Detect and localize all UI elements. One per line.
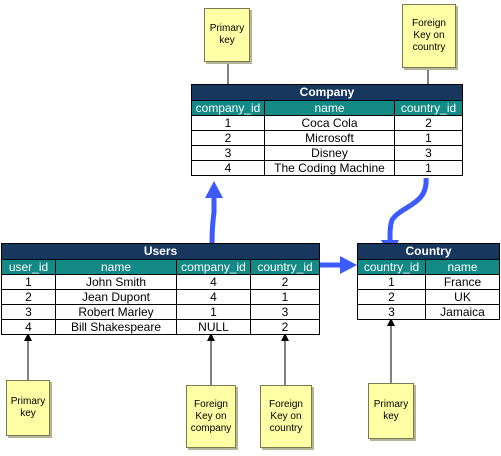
table-cell: 1 [249,289,321,305]
country-primary-key-note: Primary key [368,383,414,439]
table-cell: 2 [394,115,463,131]
users-foreign-key-country-note: Foreign Key on country [260,385,312,448]
country-table-title: Country [357,243,500,260]
table-cell: 1 [1,274,56,290]
users-to-company-arrowhead [205,181,223,198]
company-column-header: country_id [394,100,463,116]
table-row: 2 UK [357,289,500,305]
table-row: 2 Microsoft 1 [191,130,463,146]
table-row: 3 Jamaica [357,304,500,320]
table-cell: Robert Marley [55,304,177,320]
table-row: 2 Jean Dupont 4 1 [1,289,321,305]
table-cell: 1 [357,274,426,290]
country-table: Country country_id name 1 France 2 UK 3 … [357,243,500,320]
users-table: Users user_id name company_id country_id… [0,243,321,335]
company-primary-key-note: Primary key [204,8,250,62]
table-cell: 2 [191,130,265,146]
table-cell: Microsoft [264,130,395,146]
company-column-header: company_id [191,100,265,116]
table-cell: 1 [191,115,265,131]
table-cell: 1 [176,304,251,320]
company-to-country-relation-arrow [387,177,429,241]
table-cell: 3 [394,145,463,161]
table-cell: 1 [394,130,463,146]
table-cell: NULL [176,319,251,335]
table-cell: Coca Cola [264,115,395,131]
table-cell: 4 [191,160,265,176]
users-column-header: country_id [249,259,321,275]
table-cell: 2 [249,319,321,335]
table-row: 1 John Smith 4 2 [1,274,321,290]
table-cell: 4 [176,289,251,305]
table-cell: 4 [1,319,56,335]
table-cell: France [425,274,500,290]
table-row: 1 France [357,274,500,290]
table-cell: 3 [357,304,426,320]
table-cell: The Coding Machine [264,160,395,176]
users-column-header: company_id [176,259,251,275]
table-cell: 2 [1,289,56,305]
table-cell: Bill Shakespeare [55,319,177,335]
users-foreign-key-company-note: Foreign Key on company [186,385,236,448]
users-to-country-arrowhead [340,256,357,274]
country-column-header: country_id [357,259,426,275]
users-column-header: user_id [1,259,56,275]
table-cell: 2 [357,289,426,305]
users-primary-key-note: Primary key [6,380,50,436]
company-foreign-key-note: Foreign Key on country [402,4,456,68]
table-cell: John Smith [55,274,177,290]
company-table: Company company_id name country_id 1 Coc… [191,84,463,176]
users-column-header: name [55,259,177,275]
country-column-header: name [425,259,500,275]
table-cell: Jean Dupont [55,289,177,305]
company-table-title: Company [191,84,463,101]
table-row: 3 Robert Marley 1 3 [1,304,321,320]
table-cell: Jamaica [425,304,500,320]
table-cell: 2 [249,274,321,290]
table-row: 3 Disney 3 [191,145,463,161]
table-cell: Disney [264,145,395,161]
users-table-title: Users [0,243,321,260]
table-cell: 3 [1,304,56,320]
table-row: 4 The Coding Machine 1 [191,160,463,176]
table-cell: 3 [191,145,265,161]
table-row: 1 Coca Cola 2 [191,115,463,131]
company-column-header: name [264,100,395,116]
table-cell: 4 [176,274,251,290]
table-cell: 1 [394,160,463,176]
table-row: 4 Bill Shakespeare NULL 2 [1,319,321,335]
table-cell: UK [425,289,500,305]
table-cell: 3 [249,304,321,320]
